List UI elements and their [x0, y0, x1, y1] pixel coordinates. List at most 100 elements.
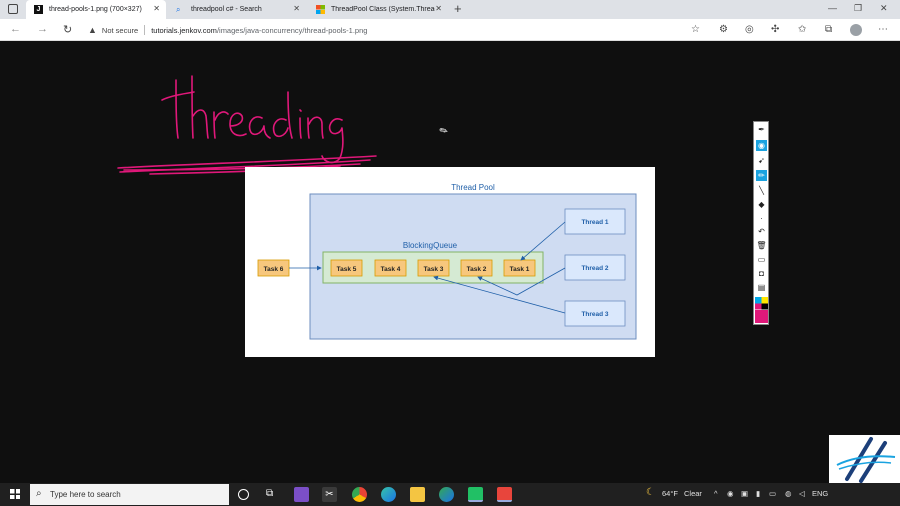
close-window-icon[interactable]: ✕ [880, 3, 888, 13]
dot-size-icon[interactable]: · [760, 214, 763, 223]
collections-icon[interactable]: ⧉ [825, 24, 833, 35]
back-icon[interactable]: ← [10, 23, 21, 35]
tab-search[interactable]: ⌕ threadpool c# - Search ✕ [168, 0, 306, 19]
drive-icon[interactable]: ▮ [756, 489, 761, 498]
record-icon[interactable]: ◉ [727, 489, 734, 498]
browser-app-icon[interactable] [439, 487, 454, 502]
security-label: Not secure [101, 25, 139, 35]
thread-label: Thread 2 [581, 265, 608, 272]
task-label: Task 5 [337, 266, 357, 273]
weather-condition[interactable]: Clear [684, 489, 702, 498]
task-label: Task 4 [381, 266, 401, 273]
windows-taskbar: ⌕ Type here to search ⧉ ✂ ☾ 64°F Clear ^… [0, 483, 900, 506]
thread-label: Thread 1 [581, 219, 608, 226]
thread-label: Thread 3 [581, 311, 608, 318]
close-icon[interactable]: ✕ [153, 4, 160, 13]
thread-pool-title: Thread Pool [451, 183, 495, 192]
eraser-icon[interactable]: ◆ [758, 200, 765, 209]
new-tab-button[interactable]: + [454, 1, 462, 16]
tab-title: ThreadPool Class (System.Thread [331, 6, 435, 13]
app-logo [829, 435, 900, 483]
task-box [503, 259, 536, 277]
dequeue-arrow [520, 221, 566, 261]
search-icon: ⌕ [176, 5, 181, 14]
url-divider [144, 25, 146, 35]
task-label: Task 1 [510, 266, 530, 273]
app-icon-green[interactable] [468, 487, 483, 502]
task-box [460, 259, 493, 277]
whiteboard-icon[interactable]: ▭ [757, 255, 766, 264]
app-icon-red[interactable] [497, 487, 512, 502]
undo-icon[interactable]: ↶ [758, 227, 765, 236]
dequeue-arrow [433, 275, 566, 314]
dequeue-arrow [477, 267, 566, 296]
language-indicator[interactable]: ENG [812, 489, 829, 498]
refresh-icon[interactable]: ↻ [63, 24, 73, 36]
tab-thread-pools-image[interactable]: J thread-pools-1.png (700×327) ✕ [26, 0, 166, 19]
task-box [374, 259, 407, 277]
line-icon[interactable]: ╲ [759, 186, 764, 195]
task-box [330, 259, 363, 277]
minimize-icon[interactable]: — [828, 3, 837, 13]
battery-icon[interactable]: ▭ [769, 489, 777, 498]
tab-threadpool-docs[interactable]: ThreadPool Class (System.Thread ✕ [308, 0, 448, 19]
search-icon: ⌕ [36, 488, 42, 499]
microsoft-logo-icon [316, 5, 325, 14]
cortana-icon[interactable] [238, 489, 249, 500]
maximize-icon[interactable]: ❐ [854, 3, 863, 13]
url-field[interactable]: ▲ Not secure tutorials.jenkov.com/images… [88, 23, 367, 37]
display-icon[interactable]: ▣ [741, 489, 749, 498]
close-icon[interactable]: ✕ [435, 4, 442, 13]
close-icon[interactable]: ✕ [293, 4, 300, 13]
color-palette[interactable] [755, 297, 768, 323]
task-label: Task 2 [467, 266, 487, 273]
tools-icon[interactable]: ✂ [322, 487, 337, 502]
logo-mark-icon [836, 437, 896, 483]
extension-icon[interactable]: ◎ [745, 24, 754, 35]
task-label: Task 3 [424, 266, 444, 273]
windows-start-icon[interactable] [10, 489, 20, 499]
thread-box [564, 254, 626, 281]
avatar[interactable] [850, 24, 862, 36]
address-bar: ← → ↻ ▲ Not secure tutorials.jenkov.com/… [0, 19, 900, 41]
favorites-icon[interactable]: ✩ [798, 24, 807, 35]
thread-box [564, 300, 626, 327]
extension-badge-icon[interactable]: ⚙ [719, 24, 728, 35]
url-path: /images/java-concurrency/thread-pools-1.… [216, 25, 368, 35]
volume-icon[interactable]: ◁ [799, 489, 805, 498]
task-view-icon[interactable]: ⧉ [266, 488, 274, 499]
tab-actions-icon[interactable] [8, 4, 18, 14]
chevron-up-icon[interactable]: ^ [714, 489, 718, 498]
camera-icon[interactable]: ◘ [759, 269, 764, 278]
edge-icon[interactable] [381, 487, 396, 502]
tab-strip: J thread-pools-1.png (700×327) ✕ ⌕ threa… [0, 0, 900, 19]
thread-box [564, 208, 626, 235]
tab-title: threadpool c# - Search [191, 6, 262, 13]
search-placeholder: Type here to search [50, 490, 121, 499]
taskbar-search-input[interactable]: ⌕ Type here to search [30, 484, 229, 505]
pen-toolbar: ✒ ◉ ➹ ✏ ╲ ◆ · ↶ 🗑 ▭ ◘ ▤ [753, 121, 769, 325]
jenkov-favicon-icon: J [34, 5, 43, 14]
weather-moon-icon[interactable]: ☾ [646, 487, 655, 498]
page-viewport: ✎ Thread Pool BlockingQueue Task 6 Task … [0, 42, 900, 483]
tab-title: thread-pools-1.png (700×327) [49, 6, 142, 13]
eye-icon[interactable]: ◉ [756, 140, 767, 151]
task-label: Task 6 [264, 266, 284, 273]
chrome-icon[interactable] [352, 487, 367, 502]
visual-studio-icon[interactable] [294, 487, 309, 502]
forward-icon[interactable]: → [37, 23, 48, 35]
pointer-icon[interactable]: ➹ [758, 156, 765, 165]
weather-temperature[interactable]: 64°F [662, 489, 678, 498]
diagram-image: Thread Pool BlockingQueue Task 6 Task 5 … [245, 167, 655, 357]
network-icon[interactable]: ◍ [785, 489, 792, 498]
file-explorer-icon[interactable] [410, 487, 425, 502]
blocking-queue-label: BlockingQueue [403, 241, 458, 250]
pen-nib-icon[interactable]: ✒ [758, 125, 765, 134]
highlighter-icon[interactable]: ✏ [756, 170, 767, 181]
more-menu-icon[interactable]: ⋯ [878, 24, 888, 35]
warning-icon: ▲ [88, 25, 97, 35]
favorite-star-icon[interactable]: ☆ [691, 24, 700, 35]
puzzle-icon[interactable]: ✣ [771, 24, 780, 35]
trash-icon[interactable]: 🗑 [756, 241, 767, 250]
clipboard-icon[interactable]: ▤ [757, 283, 766, 292]
